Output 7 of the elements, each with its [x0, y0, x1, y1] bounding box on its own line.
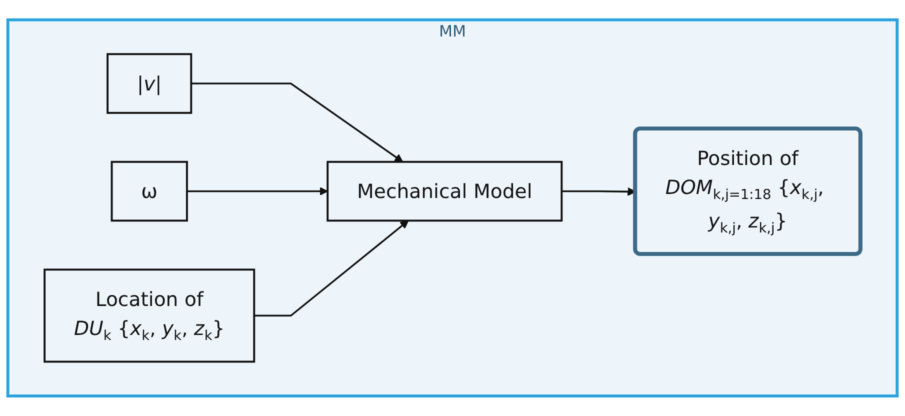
arrow — [186, 187, 328, 196]
node-box: Location of DU$_{k}$ {x$_{k}$, y$_{k}$, z$_{k}$} — [44, 268, 256, 363]
node-box: |v| — [106, 53, 192, 114]
arrow — [191, 82, 404, 162]
node-box: Mechanical Model — [326, 160, 563, 222]
node-box: ω — [110, 160, 188, 222]
arrow — [254, 220, 409, 317]
